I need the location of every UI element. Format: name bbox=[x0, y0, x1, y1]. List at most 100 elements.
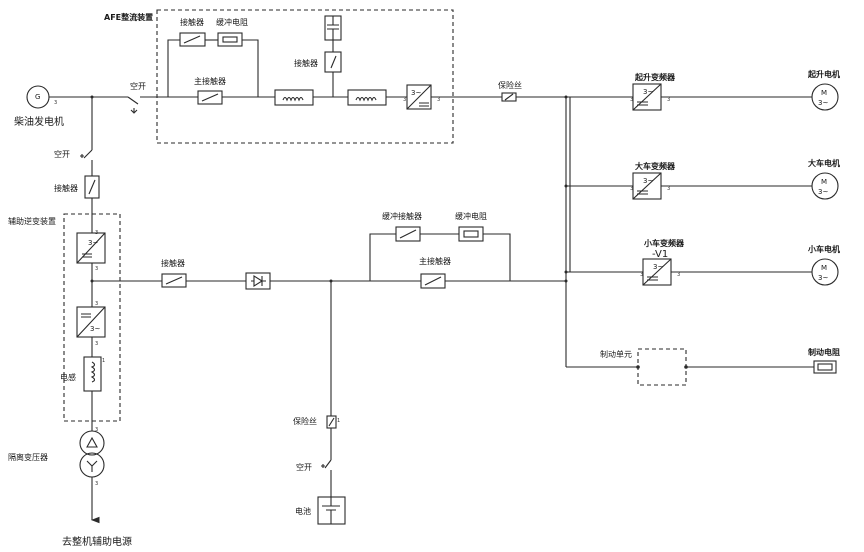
battery-air-switch-label: 空开 bbox=[296, 462, 312, 472]
small-trolley-vfd: 3~ bbox=[642, 258, 672, 286]
small-trolley-motor-icon: M 3~ bbox=[811, 258, 839, 286]
aux-inverter-2-dc bbox=[81, 313, 91, 318]
aux-inverter-1-dc bbox=[82, 253, 92, 258]
generator-symbol: G bbox=[35, 93, 40, 101]
buffer-branch-wire-3 bbox=[483, 233, 511, 281]
term-mark: 3 bbox=[95, 266, 98, 272]
term-mark: 1 bbox=[102, 358, 105, 364]
small-trolley-motor-phase: 3~ bbox=[818, 274, 828, 282]
afe-converter-phase: 3~ bbox=[411, 89, 421, 97]
term-mark: 3 bbox=[54, 100, 57, 106]
left-air-switch-label: 空开 bbox=[54, 149, 70, 159]
term-mark: 3 bbox=[667, 97, 670, 103]
brake-unit-label: 制动单元 bbox=[600, 349, 632, 359]
buffer-branch-wire-1 bbox=[369, 233, 396, 281]
main-contactor-label: 主接触器 bbox=[419, 256, 451, 266]
buffer-resistor-icon bbox=[458, 226, 484, 242]
aux-inverter-2-phase: 3~ bbox=[90, 325, 100, 333]
isolation-transformer-icon bbox=[79, 430, 105, 478]
left-contactor-switch bbox=[88, 179, 96, 195]
top-fuse-label: 保险丝 bbox=[498, 80, 522, 90]
hoist-vfd: 3~ bbox=[632, 83, 662, 111]
top-air-switch-trip-icon bbox=[130, 108, 138, 114]
brake-unit-icon bbox=[637, 348, 687, 386]
buffer-resistor-label: 缓冲电阻 bbox=[455, 211, 487, 221]
term-mark: 3 bbox=[95, 341, 98, 347]
afe-reactor-1-coil bbox=[282, 96, 304, 102]
top-fuse-mark bbox=[504, 93, 514, 101]
afe-main-contactor-label: 主接触器 bbox=[194, 76, 226, 86]
small-trolley-vfd-tag: -V1 bbox=[652, 249, 668, 260]
buffer-contactor-label: 缓冲接触器 bbox=[382, 211, 422, 221]
afe-contactor-switch bbox=[183, 35, 201, 44]
isolation-transformer-label: 隔离变压器 bbox=[8, 452, 48, 462]
afe-cap-contactor-switch bbox=[330, 55, 337, 69]
term-mark: 3 bbox=[677, 272, 680, 278]
dc-contactor-switch bbox=[165, 276, 183, 285]
afe-buffer-resistor-icon bbox=[217, 32, 243, 47]
afe-title: AFE整流装置 bbox=[104, 12, 153, 22]
hoist-vfd-phase: 3~ bbox=[643, 88, 653, 96]
hoist-motor-phase: 3~ bbox=[818, 99, 828, 107]
term-mark: 3 bbox=[630, 97, 633, 103]
term-mark: 3 bbox=[95, 481, 98, 487]
brake-resistor-label: 制动电阻 bbox=[808, 347, 840, 357]
battery-plates bbox=[322, 497, 340, 524]
left-air-switch-trip-icon bbox=[80, 154, 84, 158]
afe-contactor-label: 接触器 bbox=[180, 17, 204, 27]
inductor-label: 电感 bbox=[60, 372, 76, 382]
small-trolley-vfd-phase: 3~ bbox=[653, 263, 663, 271]
term-mark: 1 bbox=[337, 418, 340, 424]
big-trolley-motor-label: 大车电机 bbox=[808, 158, 840, 168]
afe-enclosure bbox=[156, 9, 454, 144]
afe-reactor-2-coil bbox=[355, 96, 377, 102]
term-mark: 3 bbox=[640, 272, 643, 278]
big-trolley-motor-phase: 3~ bbox=[818, 188, 828, 196]
small-trolley-motor-label: 小车电机 bbox=[807, 244, 840, 254]
afe-converter-dc-mark bbox=[419, 102, 429, 107]
dc-contactor-label: 接触器 bbox=[161, 258, 185, 268]
hoist-vfd-label: 起升变频器 bbox=[634, 72, 676, 82]
main-contactor-switch bbox=[424, 276, 442, 286]
battery-air-switch-trip-icon bbox=[321, 464, 325, 468]
afe-capacitor-plates bbox=[327, 16, 339, 40]
term-mark: 3 bbox=[630, 186, 633, 192]
left-air-switch-icon bbox=[83, 149, 93, 176]
big-trolley-vfd-label: 大车变频器 bbox=[635, 161, 676, 171]
term-mark: 3 bbox=[95, 230, 98, 236]
aux-inverter-1-diagonal bbox=[76, 232, 106, 264]
big-trolley-vfd: 3~ bbox=[632, 172, 662, 200]
afe-converter-diagonal bbox=[406, 84, 432, 110]
aux-inverter-label: 辅助逆变装置 bbox=[8, 216, 56, 226]
buffer-resistor-body bbox=[463, 230, 479, 238]
small-trolley-vfd-label: 小车变频器 bbox=[643, 238, 685, 248]
big-trolley-motor-m: M bbox=[821, 178, 827, 186]
big-trolley-motor-icon: M 3~ bbox=[811, 172, 839, 200]
term-mark: 3 bbox=[403, 97, 406, 103]
inductor-coil bbox=[90, 361, 96, 383]
hoist-motor-icon: M 3~ bbox=[811, 83, 839, 111]
buffer-contactor-switch bbox=[399, 229, 417, 239]
left-contactor-label: 接触器 bbox=[54, 183, 78, 193]
hoist-motor-m: M bbox=[821, 89, 827, 97]
left-junction bbox=[90, 95, 94, 99]
small-trolley-motor-m: M bbox=[821, 264, 827, 272]
afe-main-contactor-switch bbox=[201, 93, 219, 102]
term-mark: 3 bbox=[667, 186, 670, 192]
diode-icon bbox=[245, 272, 271, 290]
brake-terminal-1 bbox=[636, 365, 640, 369]
afe-cap-contactor-label: 接触器 bbox=[294, 58, 318, 68]
bus-junction-1 bbox=[564, 95, 568, 99]
top-air-switch-label: 空开 bbox=[130, 81, 146, 91]
generator-label: 柴油发电机 bbox=[14, 115, 64, 128]
afe-wire-a bbox=[167, 39, 180, 97]
aux-inverter-1-phase: 3~ bbox=[88, 239, 98, 247]
afe-buffer-resistor-label: 缓冲电阻 bbox=[216, 17, 248, 27]
top-air-switch-icon bbox=[127, 96, 168, 105]
battery-fuse-label: 保险丝 bbox=[293, 416, 317, 426]
term-mark: 3 bbox=[95, 427, 98, 433]
aux-inverter-2-diagonal bbox=[76, 306, 106, 338]
diode-symbol bbox=[251, 275, 266, 287]
term-mark: 3 bbox=[95, 301, 98, 307]
